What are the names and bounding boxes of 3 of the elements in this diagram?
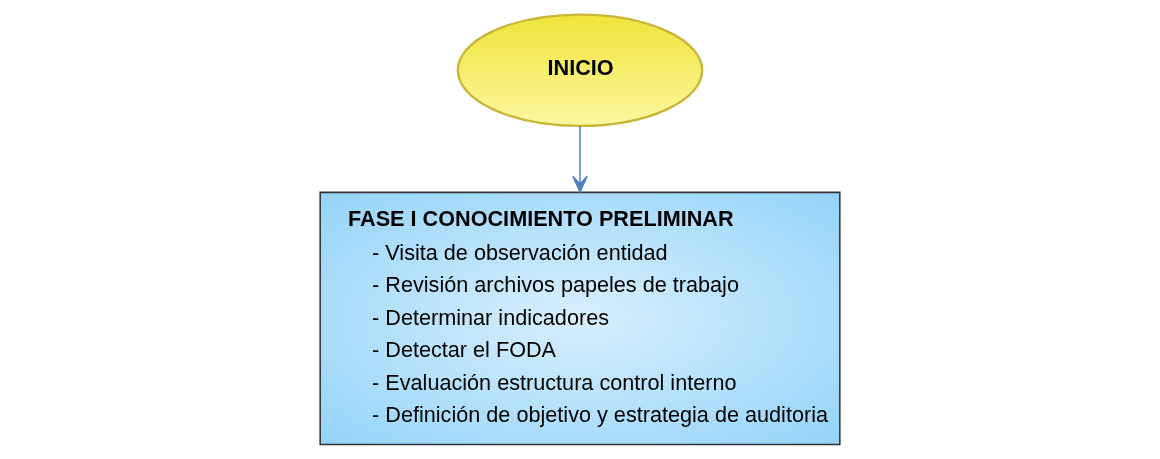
- arrow: [572, 125, 588, 193]
- node-box: FASE I CONOCIMIENTO PRELIMINAR - Visita de observación entidad - Revisión archivos papeles de trabajo - Determinar indicadores - Detectar el FODA - Evaluación estructura control interno - Definición de objetivo y estrategia de auditoria: [319, 191, 841, 446]
- node-ellipse: INICIO: [456, 13, 704, 128]
